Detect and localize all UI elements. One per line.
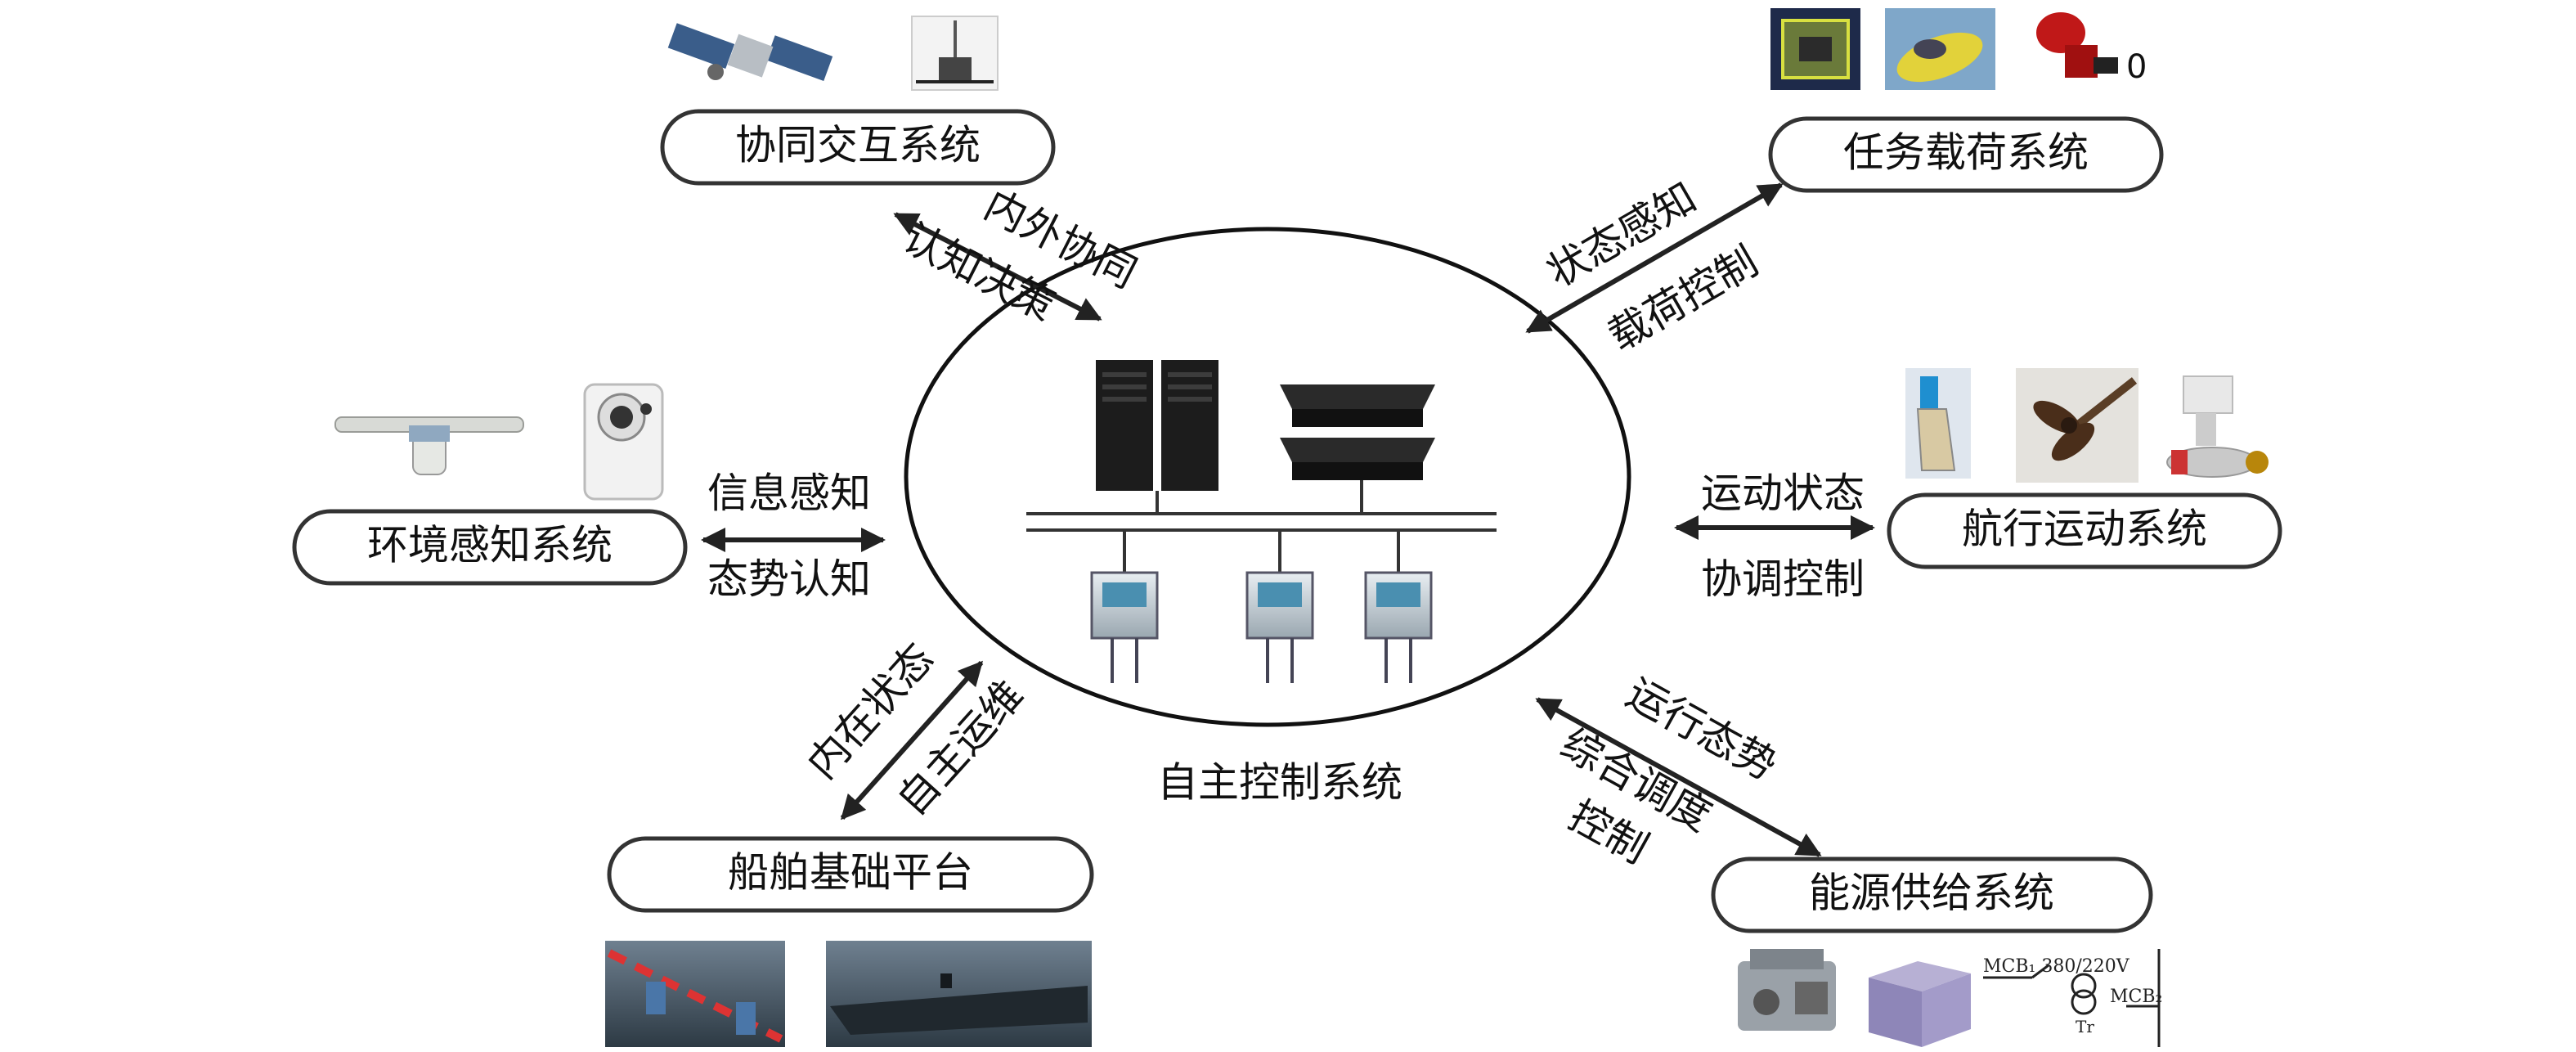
node-energy-label: 能源供给系统: [1809, 870, 2054, 917]
node-nav: 航行运动系统: [1887, 492, 2282, 569]
payload-auv-icon: [1885, 8, 1995, 90]
circuit-label-tr: Tr: [2076, 1017, 2094, 1036]
node-nav-label: 航行运动系统: [1962, 506, 2207, 553]
node-payload: 任务载荷系统: [1768, 116, 2164, 193]
circuit-diagram-icon: MCB₁ 380/220V MCB₂ Tr: [1983, 949, 2162, 1047]
center-label: 自主控制系统: [1157, 759, 1402, 807]
server-tower-icon: [1096, 360, 1218, 491]
node-platform-label: 船舶基础平台: [728, 849, 973, 897]
node-energy: 能源供给系统: [1711, 856, 2153, 933]
payload-rov-icon: [1770, 8, 1860, 90]
node-collab-label: 协同交互系统: [735, 122, 981, 169]
central-ellipse: [904, 227, 1631, 727]
link-nav-a: 运动状态: [1701, 470, 1865, 517]
payload-water-cannon-icon: 0: [2036, 12, 2147, 86]
satellite-icon: [667, 23, 833, 82]
circuit-label-mcb1: MCB₁ 380/220V: [1983, 956, 2130, 977]
rudder-icon: [1905, 368, 1971, 479]
arrow-energy: [1535, 697, 1822, 857]
diesel-engine-icon: [1738, 949, 1836, 1031]
link-env-b: 态势认知: [707, 555, 871, 603]
node-platform: 船舶基础平台: [607, 836, 1094, 913]
circuit-label-mcb2: MCB₂: [2110, 987, 2162, 1007]
arrow-payload: [1525, 182, 1784, 334]
pod-thruster-icon: [2166, 375, 2269, 478]
rack-server-icon: [1280, 384, 1435, 480]
node-env: 环境感知系统: [292, 509, 688, 586]
propeller-icon: [2016, 368, 2138, 483]
ptz-camera-icon: [583, 383, 664, 501]
ship-hull-icon: [826, 941, 1092, 1047]
ship-deck-icon: [605, 941, 785, 1047]
node-payload-label: 任务载荷系统: [1843, 129, 2089, 177]
network-bus: [1026, 480, 1497, 573]
svg-text:0: 0: [2126, 48, 2147, 86]
antenna-mast-icon: [911, 16, 999, 91]
arrow-platform: [840, 660, 984, 820]
link-env-a: 信息感知: [707, 470, 871, 517]
control-panel-icon: [1090, 571, 1433, 683]
radar-antenna-icon: [334, 416, 524, 475]
node-collab: 协同交互系统: [660, 109, 1056, 186]
battery-icon: [1869, 961, 1971, 1047]
link-nav-b: 协调控制: [1701, 555, 1865, 603]
central-control-system: 自主控制系统: [904, 227, 1631, 807]
node-env-label: 环境感知系统: [367, 522, 613, 569]
arrow-collab: [893, 212, 1102, 321]
